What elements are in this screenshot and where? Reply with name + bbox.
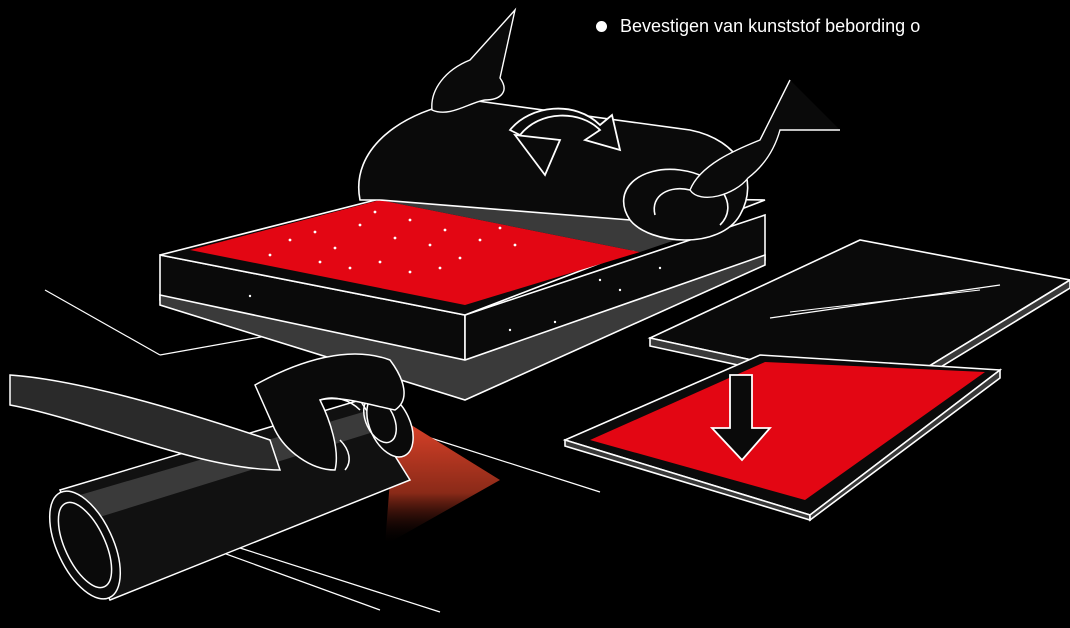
caption-text: Bevestigen van kunststof bebording o: [620, 14, 920, 38]
target-panel: [565, 355, 1000, 520]
caption-bullet-line: Bevestigen van kunststof bebording o: [596, 14, 920, 38]
bullet-dot-icon: [596, 21, 607, 32]
